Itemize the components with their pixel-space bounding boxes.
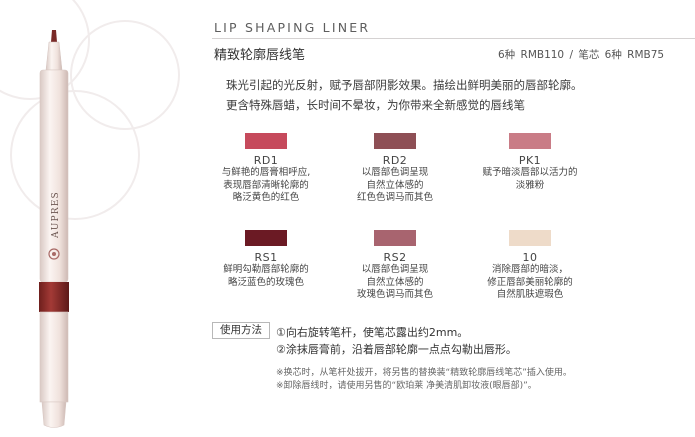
shade-swatch (509, 133, 551, 149)
shade-code: RD1 (253, 154, 279, 167)
shade-swatch (245, 133, 287, 149)
shade-card-pk1: PK1 赋予暗淡唇部以活力的 淡雅粉 (465, 133, 595, 192)
title-divider (212, 38, 695, 39)
shade-card-rs1: RS1 鲜明勾勒唇部轮廓的 略泛蓝色的玫瑰色 (201, 230, 331, 289)
usage-label: 使用方法 (212, 322, 270, 339)
shade-swatch (509, 230, 551, 246)
pencil-lead (51, 30, 57, 42)
usage-note-2: ※卸除唇线时，请使用另售的“欧珀莱 净美清肌卸妆液(眼唇部)”。 (276, 381, 537, 391)
shade-desc-line: 修正唇部美丽轮廓的 (487, 276, 573, 288)
shade-card-rd1: RD1 与鲜艳的唇膏相呼应, 表现唇部清晰轮廓的 略泛黄色的红色 (201, 133, 331, 205)
shade-desc-line: 赋予暗淡唇部以活力的 (482, 167, 578, 178)
usage-step-2: ②涂抹唇膏前，沿着唇部轮廓一点点勾勒出唇形。 (276, 343, 517, 356)
brand-emblem-icon (48, 248, 60, 260)
shade-card-rd2: RD2 以唇部色调呈现 自然立体感的 红色色调马而其色 (330, 133, 460, 205)
shade-code: PK1 (518, 154, 542, 167)
shade-desc-line: 与鲜艳的唇膏相呼应, (221, 167, 311, 178)
brand-logo-text: AUPRES (51, 191, 61, 239)
shade-code: RD2 (382, 154, 408, 167)
shade-desc-line: 淡雅粉 (515, 179, 545, 191)
shade-desc-line: 消除唇部的暗淡， (491, 264, 568, 275)
price-info: 6种 RMB110 / 笔芯 6种 RMB75 (498, 49, 665, 61)
usage-note-1: ※换芯时，从笔杆处拔开，将另售的替换装“精致轮廓唇线笔芯”插入使用。 (276, 368, 572, 378)
shade-desc-line: 玫瑰色调马而其色 (356, 289, 433, 300)
shade-desc-line: 红色色调马而其色 (356, 192, 433, 203)
shade-desc-line: 略泛黄色的红色 (232, 192, 300, 203)
shade-desc-line: 略泛蓝色的玫瑰色 (227, 276, 304, 288)
shade-code: 10 (522, 251, 538, 264)
product-english-title: LIP SHAPING LINER (214, 20, 371, 35)
shade-code: RS2 (383, 251, 407, 264)
product-chinese-title: 精致轮廓唇线笔 (214, 48, 306, 63)
shade-card-10: 10 消除唇部的暗淡， 修正唇部美丽轮廓的 自然肌肤遮瑕色 (465, 230, 595, 302)
description-line-2: 更含特殊唇蜡，长时间不晕妆，为你带来全新感觉的唇线笔 (226, 98, 525, 112)
pencil-color-band (39, 282, 69, 312)
shade-swatch (374, 133, 416, 149)
shade-card-rs2: RS2 以唇部色调呈现 自然立体感的 玫瑰色调马而其色 (330, 230, 460, 302)
shade-swatch (374, 230, 416, 246)
shade-desc-line: 自然立体感的 (366, 179, 424, 191)
shade-desc-line: 以唇部色调呈现 (361, 167, 429, 178)
shade-desc-line: 自然立体感的 (366, 276, 424, 288)
shade-code: RS1 (254, 251, 278, 264)
description-line-1: 珠光引起的光反射，赋予唇部阴影效果。描绘出鲜明美丽的唇部轮廓。 (226, 78, 583, 92)
shade-desc-line: 表现唇部清晰轮廓的 (223, 179, 309, 191)
shade-swatch (245, 230, 287, 246)
shade-desc-line: 鲜明勾勒唇部轮廓的 (223, 264, 309, 275)
lip-liner-pencil-image: AUPRES (39, 30, 69, 428)
shade-desc-line: 以唇部色调呈现 (361, 264, 429, 275)
shade-desc-line: 自然肌肤遮瑕色 (496, 289, 564, 300)
usage-step-1: ①向右旋转笔杆，使笔芯露出约2mm。 (276, 326, 469, 339)
